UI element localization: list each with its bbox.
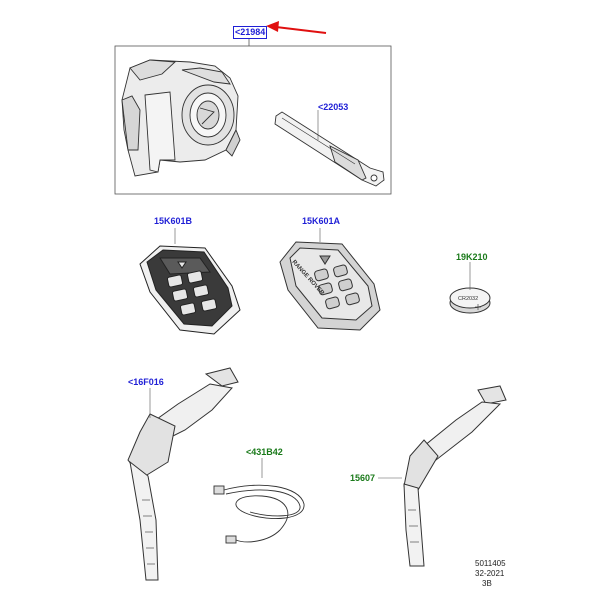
wrist-band-right-drawing [403,385,507,567]
callout-fob-black[interactable]: 15K601B [154,216,193,226]
ignition-switch-drawing [121,59,241,177]
callout-band-right[interactable]: 15607 [350,473,376,483]
callout-battery[interactable]: 19K210 [456,252,488,262]
callout-ignition-unit[interactable]: <21984 [233,26,268,39]
diagram-id: 5011405 [475,559,506,568]
usb-cable-drawing [213,484,305,544]
callout-key-blade[interactable]: <22053 [318,102,349,112]
leader-lines [149,110,471,479]
diagram-date-code: 32-2021 [475,569,505,578]
key-fob-range-rover-drawing [279,241,381,331]
callout-band-left[interactable]: <16F016 [128,377,164,387]
callout-usb-cable[interactable]: <431B42 [246,447,283,457]
key-blade-drawing [274,111,385,187]
wrist-band-left-drawing [127,367,239,581]
key-fob-black-drawing [139,245,241,335]
diagram-revision: 3B [482,579,492,588]
highlight-arrow [266,21,327,34]
battery-label: CR2032 [458,296,478,302]
callout-fob-range-rover[interactable]: 15K601A [302,216,341,226]
assembly-frame [114,45,392,195]
